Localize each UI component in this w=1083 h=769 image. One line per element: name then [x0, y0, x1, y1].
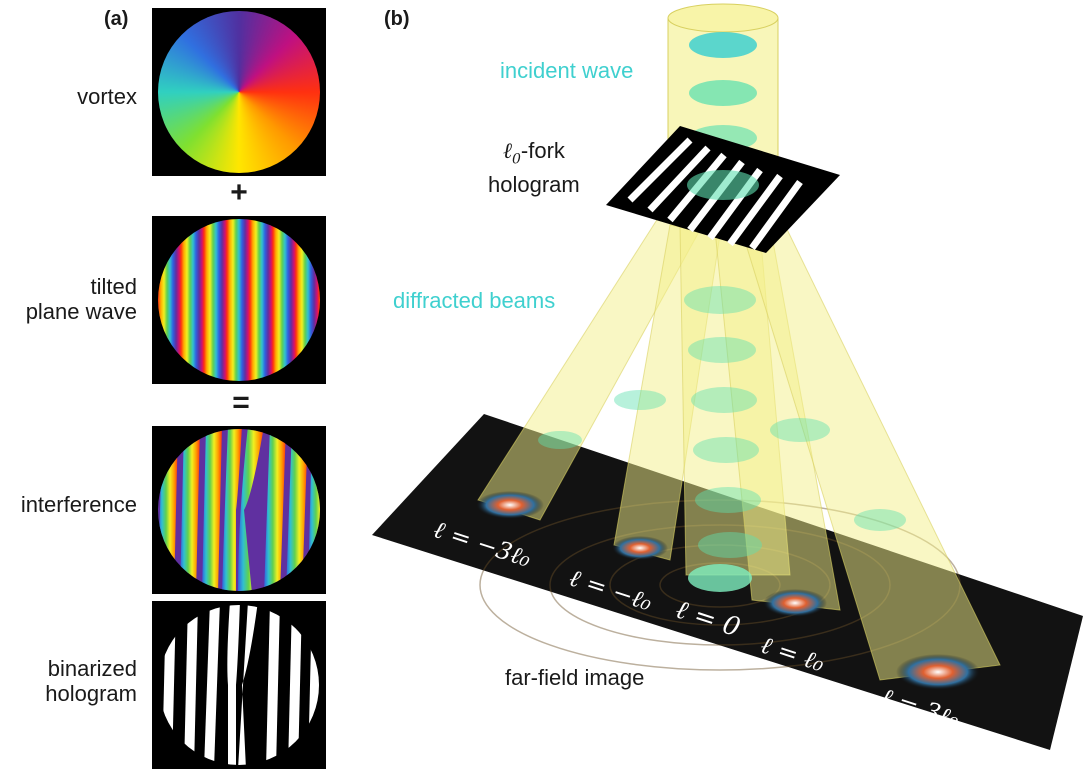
label-vortex: vortex: [77, 84, 137, 109]
label-interference: interference: [20, 492, 137, 517]
spot-order-plus-3: [896, 654, 980, 690]
far-field-spots: [476, 491, 980, 690]
spot-order-0: [688, 564, 752, 592]
panel-a-letter: (a): [104, 8, 129, 30]
plus-sign: +: [230, 176, 248, 209]
far-field-label: far-field image: [505, 665, 645, 690]
label-tilted-plane-wave: tilted plane wave: [25, 274, 137, 324]
interference-image: [152, 426, 326, 594]
beam-cross-sections: [538, 286, 906, 558]
binarized-hologram-image: [152, 601, 326, 769]
spot-order-minus-1: [612, 536, 668, 560]
tilted-plane-wave-image: [152, 216, 326, 384]
fork-hologram-label: ℓ0-fork hologram: [488, 138, 580, 198]
incident-wave-label: incident wave: [500, 58, 634, 83]
spot-order-minus-3: [476, 491, 544, 519]
diffracted-beams: [477, 214, 1001, 681]
diffracted-beams-label: diffracted beams: [393, 288, 556, 313]
fork-hologram-plane: [606, 126, 840, 253]
panel-b-letter: (b): [384, 8, 410, 30]
label-binarized-hologram: binarized hologram: [45, 656, 137, 706]
spot-order-plus-1: [763, 589, 827, 617]
binarized-hologram-svg: [159, 605, 319, 765]
equals-sign: =: [232, 386, 250, 419]
vortex-phase-image: [152, 8, 326, 176]
vortex-disk: [158, 11, 320, 173]
plane-wave-disk: [158, 219, 320, 381]
interference-svg: [158, 429, 320, 591]
